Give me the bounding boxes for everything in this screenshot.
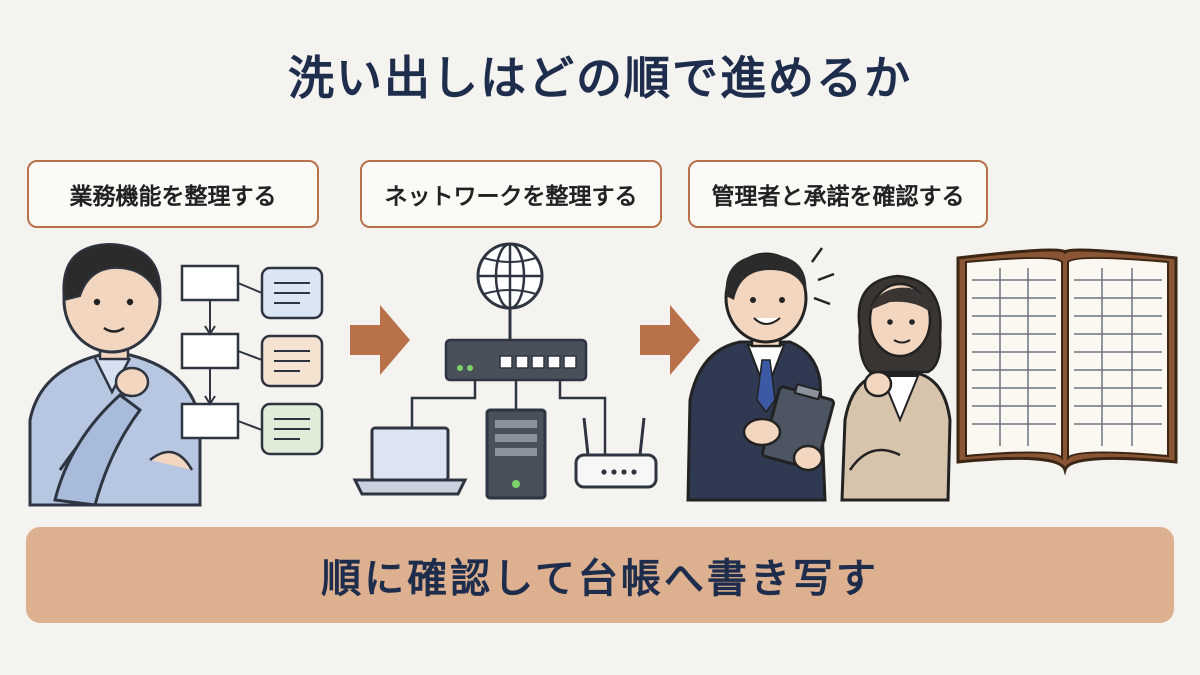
- flowchart-icon: [180, 264, 324, 456]
- server-tower-icon: [485, 408, 547, 500]
- network-switch-icon: [444, 338, 588, 382]
- manager-icon: [686, 252, 835, 502]
- summary-banner: 順に確認して台帳へ書き写す: [26, 527, 1174, 623]
- woman-icon: [840, 274, 952, 502]
- step-2-box: ネットワークを整理する: [360, 160, 662, 228]
- page-title: 洗い出しはどの順で進めるか: [288, 51, 912, 105]
- arrow-right-icon: [350, 305, 410, 375]
- network-cables: [410, 380, 607, 455]
- globe-icon: [476, 242, 544, 340]
- thinking-man-icon: [28, 242, 202, 507]
- arrow-right-icon: [640, 305, 700, 375]
- wifi-router-icon: [574, 417, 658, 489]
- ledger-book-icon: [956, 248, 1178, 476]
- speech-marks-icon: [810, 247, 835, 306]
- step-1-box: 業務機能を整理する: [27, 160, 319, 228]
- step-3-box: 管理者と承諾を確認する: [688, 160, 988, 228]
- laptop-icon: [352, 426, 468, 496]
